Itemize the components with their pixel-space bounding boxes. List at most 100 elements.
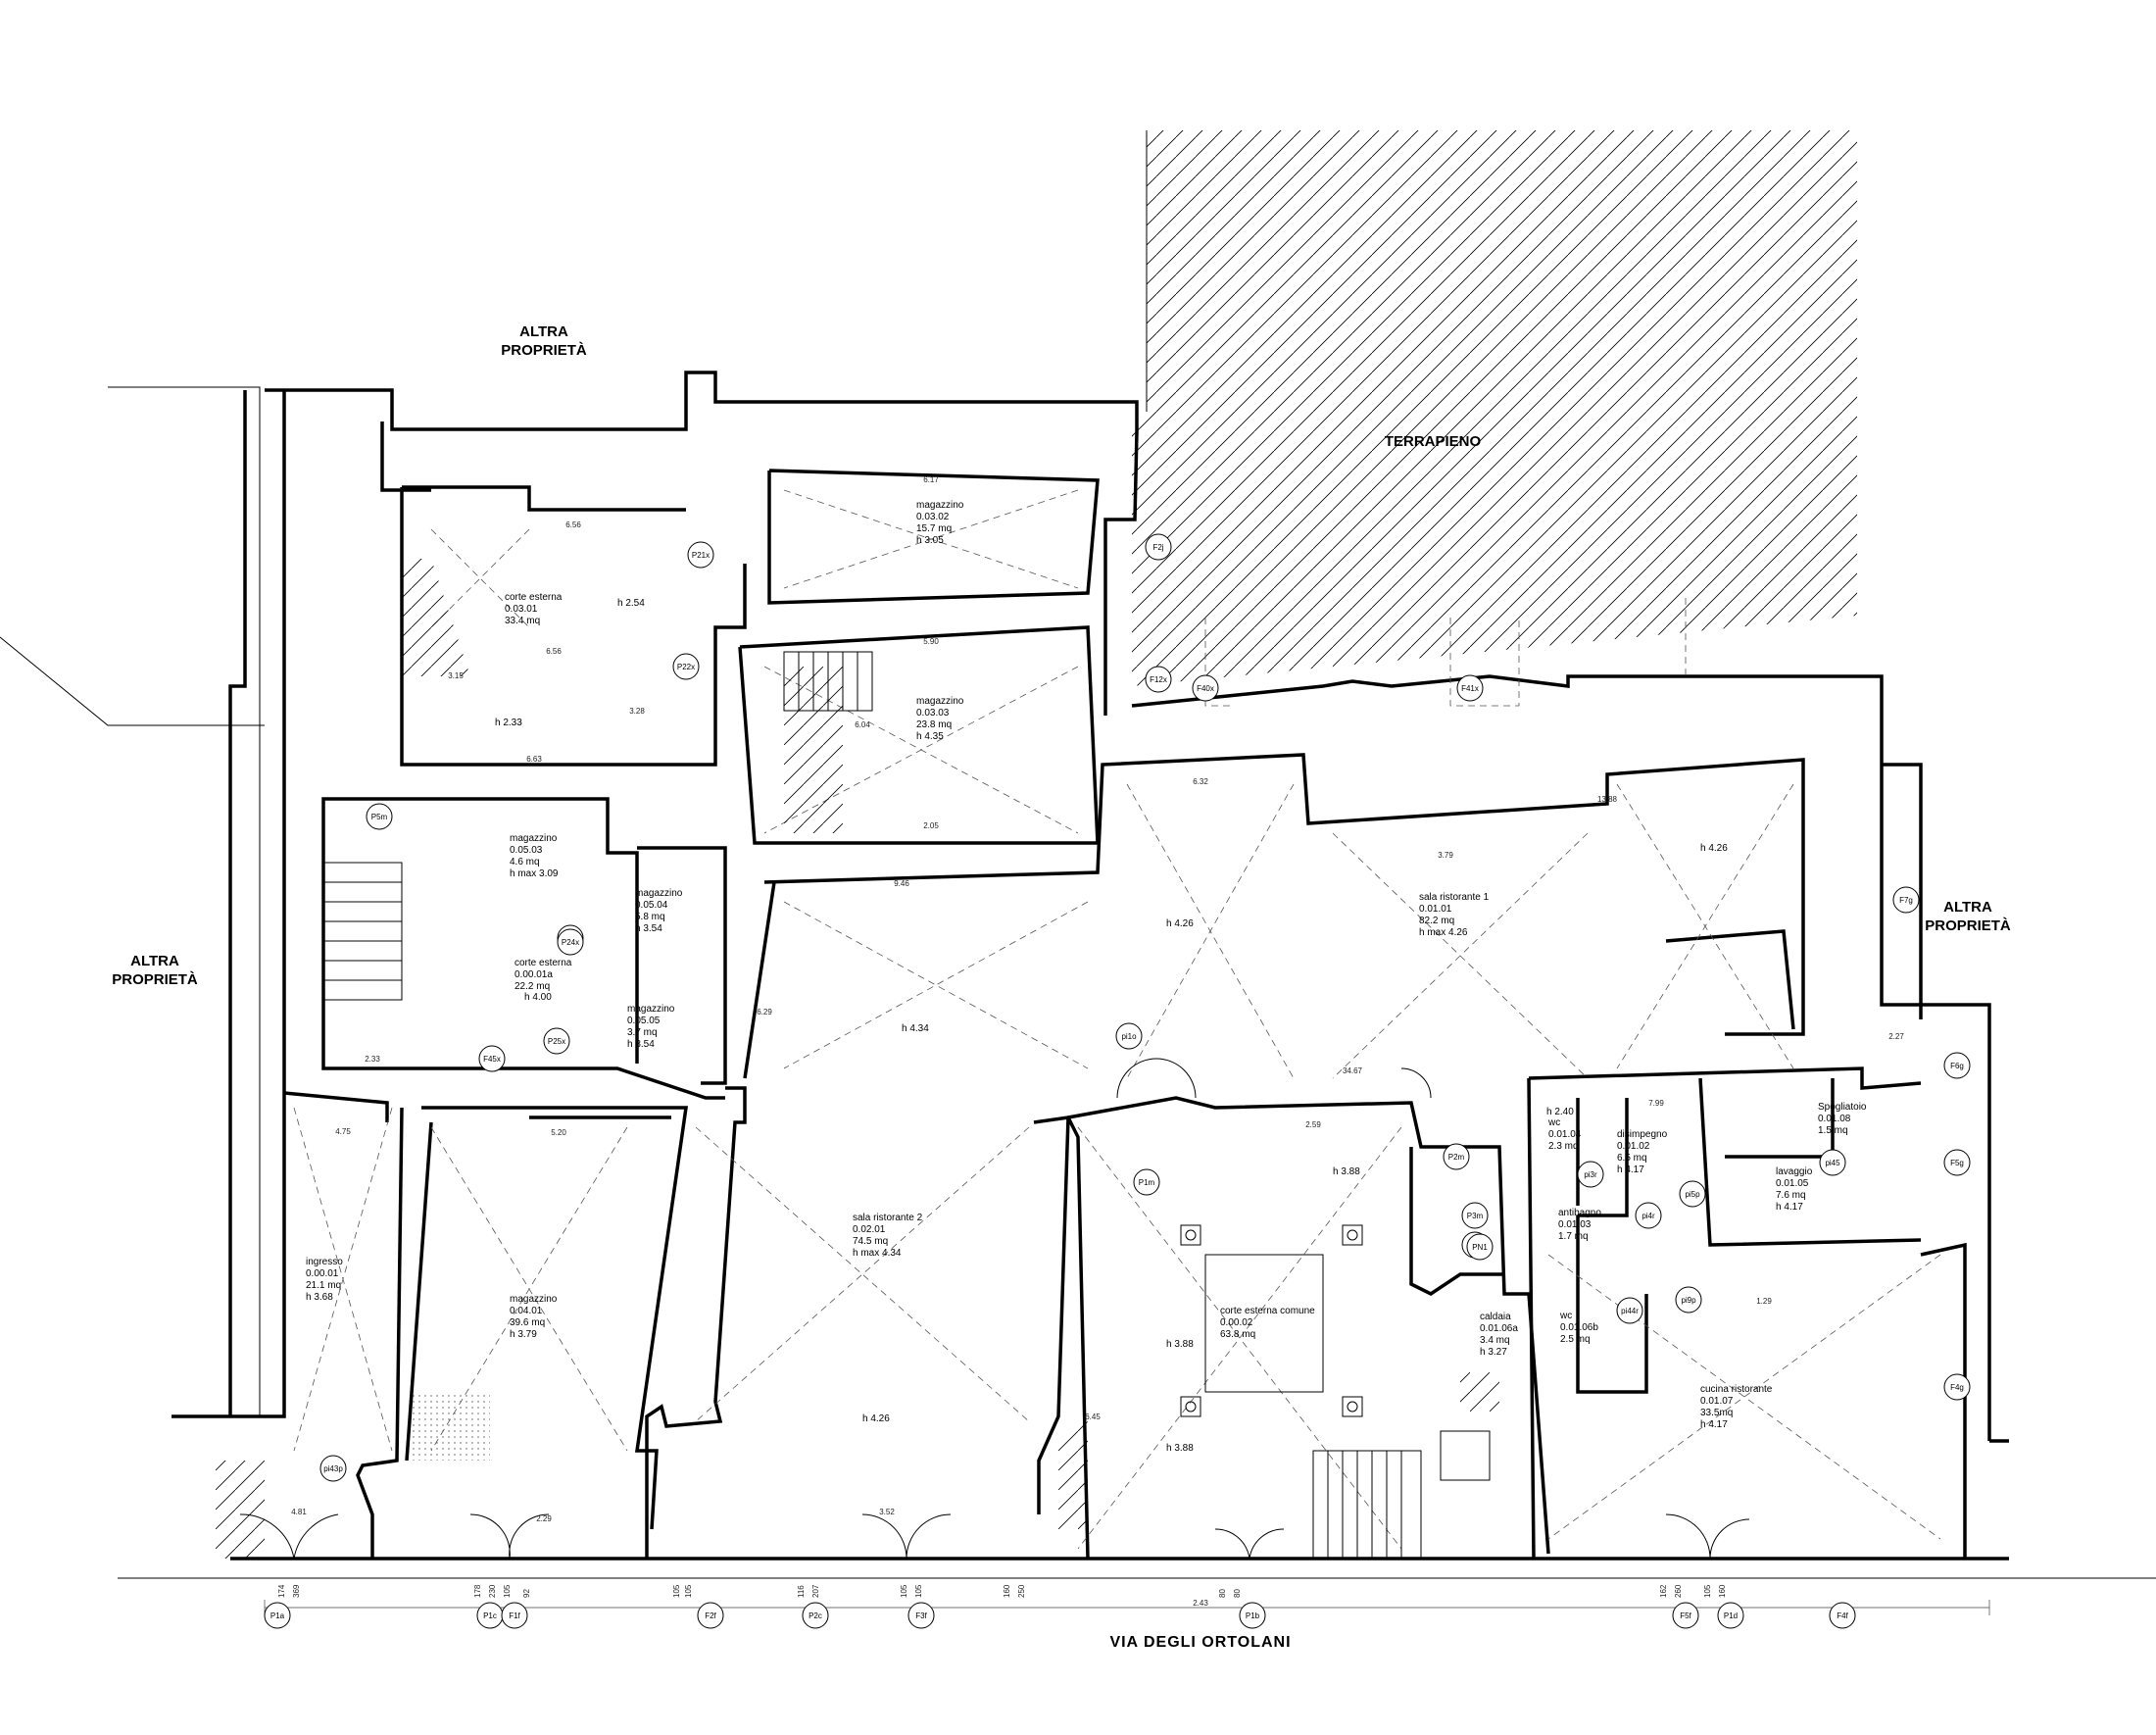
dimension-2: 6.56 — [565, 520, 581, 529]
room-label-magazzino-0-05-05-line2: 0.05.05 — [627, 1016, 661, 1026]
room-label-corte-esterna-0-03-01-line1: corte esterna — [505, 592, 563, 603]
opening-tag-4: F12x — [1150, 675, 1167, 684]
dimension-17: 2.33 — [365, 1055, 380, 1064]
room-label-magazzino-0-04-01-line2: 0.04.01 — [510, 1306, 543, 1316]
room-label-magazzino-0-03-02-line1: magazzino — [916, 500, 964, 511]
staircases — [322, 651, 1491, 1560]
opening-size-16: 80 — [1233, 1589, 1242, 1598]
room-label-magazzino-0-05-05-line3: 3.7 mq — [627, 1027, 658, 1038]
opening-tag-34: F3f — [915, 1611, 927, 1620]
dimension-14: 6.29 — [757, 1008, 772, 1016]
opening-tag-11: F45x — [483, 1055, 501, 1064]
room-label-sala-ristorante-1-line4: h max 4.26 — [1419, 927, 1468, 938]
dimension-12: 13.88 — [1597, 795, 1618, 804]
dimension-20: 2.27 — [1888, 1032, 1904, 1041]
opening-tag-circle-37 — [1717, 1602, 1744, 1629]
room-label-cucina-ristorante-line3: 33.5mq — [1700, 1408, 1733, 1418]
room-label-magazzino-0-05-03-line2: 0.05.03 — [510, 845, 543, 856]
dashed-ceiling-lines — [293, 489, 1941, 1550]
altra-proprieta-top-line2: PROPRIETÀ — [501, 342, 587, 359]
opening-tag-circle-22 — [1466, 1233, 1494, 1261]
opening-tag-circle-2 — [672, 653, 700, 680]
room-label-lavaggio-0-01-05-line1: lavaggio — [1776, 1166, 1813, 1177]
opening-tag-circle-14 — [1461, 1202, 1489, 1229]
opening-tag-circle-20 — [1675, 1286, 1702, 1314]
room-label-magazzino-0-05-03-line3: 4.6 mq — [510, 857, 540, 868]
opening-tag-circle-11 — [478, 1045, 506, 1072]
height-label-10: h 3.88 — [1166, 1443, 1194, 1454]
dimension-6: 6.63 — [526, 755, 542, 764]
height-label-5: h 4.26 — [1166, 918, 1194, 929]
room-label-sala-ristorante-2-line1: sala ristorante 2 — [853, 1213, 923, 1223]
room-label-wc-0-01-04-line3: 2.3 mq — [1548, 1141, 1579, 1152]
opening-size-17: 162 — [1659, 1584, 1668, 1598]
opening-tag-30: P1c — [483, 1611, 497, 1620]
opening-size-19: 105 — [1703, 1584, 1712, 1598]
room-label-caldaia-0-01-06a-line4: h 3.27 — [1480, 1347, 1507, 1358]
opening-tag-33: P2c — [808, 1611, 822, 1620]
opening-size-6: 92 — [522, 1589, 531, 1598]
altra-proprieta-top-line1: ALTRA — [519, 323, 568, 340]
room-label-magazzino-0-03-03-line4: h 4.35 — [916, 731, 944, 742]
dimension-3: 6.56 — [546, 647, 562, 656]
room-label-corte-esterna-comune-line3: 63.8 mq — [1220, 1329, 1255, 1340]
dimension-4: 3.15 — [448, 671, 464, 680]
opening-tag-circle-7 — [366, 803, 393, 830]
opening-tag-circle-24 — [1819, 1149, 1846, 1176]
room-label-disimpegno-0-01-02-line3: 6.5 mq — [1617, 1153, 1647, 1164]
opening-size-20: 160 — [1718, 1584, 1727, 1598]
room-label-magazzino-0-05-04-line1: magazzino — [635, 888, 683, 899]
room-label-corte-esterna-0-00-01a-line2: 0.00.01a — [514, 969, 553, 980]
opening-tag-36: F5f — [1680, 1611, 1691, 1620]
room-label-wc-0-01-04-line1: wc — [1547, 1117, 1560, 1128]
opening-tag-31: F1f — [509, 1611, 520, 1620]
opening-tag-29: P1a — [270, 1611, 285, 1620]
opening-tag-16: pi1o — [1121, 1032, 1137, 1041]
opening-size-12: 105 — [914, 1584, 923, 1598]
opening-size-15: 80 — [1218, 1589, 1227, 1598]
room-label-spogliatoio-0-01-08-line3: 1.5 mq — [1818, 1125, 1848, 1136]
opening-size-11: 105 — [900, 1584, 908, 1598]
opening-tag-circle-12 — [1133, 1168, 1160, 1196]
opening-tag-circle-33 — [802, 1602, 829, 1629]
opening-tag-5: F40x — [1197, 684, 1214, 693]
opening-tag-18: pi4r — [1642, 1212, 1655, 1220]
room-label-corte-esterna-0-03-01-line3: 33.4 mq — [505, 616, 540, 626]
opening-tag-24: pi45 — [1825, 1159, 1840, 1167]
opening-tag-circle-36 — [1672, 1602, 1699, 1629]
dimension-11: 3.79 — [1438, 851, 1453, 860]
dimension-24: 2.29 — [536, 1514, 552, 1523]
altra-proprieta-right-line1: ALTRA — [1943, 899, 1992, 916]
opening-tag-13: P2m — [1448, 1153, 1465, 1162]
room-label-magazzino-0-04-01-line1: magazzino — [510, 1294, 558, 1305]
opening-tag-circle-23 — [1616, 1297, 1643, 1324]
opening-tag-32: F2f — [705, 1611, 716, 1620]
room-label-sala-ristorante-1-line2: 0.01.01 — [1419, 904, 1452, 915]
room-label-wc-0-01-06b-line3: 2.5 mq — [1560, 1334, 1591, 1345]
opening-tag-22: PN1 — [1472, 1243, 1488, 1252]
room-label-wc-0-01-06b-line2: 0.01.06b — [1560, 1322, 1598, 1333]
dimension-23: 6.45 — [1085, 1413, 1101, 1421]
opening-tag-28: F4g — [1950, 1383, 1964, 1392]
altra-proprieta-left-line2: PROPRIETÀ — [112, 971, 198, 988]
dimension-5: 3.28 — [629, 707, 645, 716]
opening-tag-circle-18 — [1635, 1202, 1662, 1229]
room-label-corte-esterna-0-03-01-line2: 0.03.01 — [505, 604, 538, 615]
opening-size-9: 116 — [797, 1585, 806, 1598]
terrapieno-hatch — [1132, 130, 1857, 686]
dimension-8: 6.04 — [855, 720, 870, 729]
dimension-22: 3.52 — [879, 1508, 895, 1516]
opening-size-2: 369 — [292, 1584, 301, 1598]
street-name: VIA DEGLI ORTOLANI — [1109, 1634, 1291, 1651]
height-label-4: h 4.34 — [902, 1023, 929, 1034]
opening-tag-7: P5m — [371, 813, 388, 821]
room-label-antibagno-0-01-03-line3: 1.7 mq — [1558, 1231, 1589, 1242]
room-label-magazzino-0-04-01-line4: h 3.79 — [510, 1329, 537, 1340]
opening-tag-circle-27 — [1943, 1149, 1971, 1176]
dimension-18: 2.59 — [1305, 1120, 1321, 1129]
room-label-sala-ristorante-2-line2: 0.02.01 — [853, 1224, 886, 1235]
opening-size-7: 105 — [672, 1584, 681, 1598]
room-label-lavaggio-0-01-05-line2: 0.01.05 — [1776, 1178, 1809, 1189]
opening-tag-26: F6g — [1950, 1062, 1964, 1070]
room-label-lavaggio-0-01-05-line3: 7.6 mq — [1776, 1190, 1806, 1201]
